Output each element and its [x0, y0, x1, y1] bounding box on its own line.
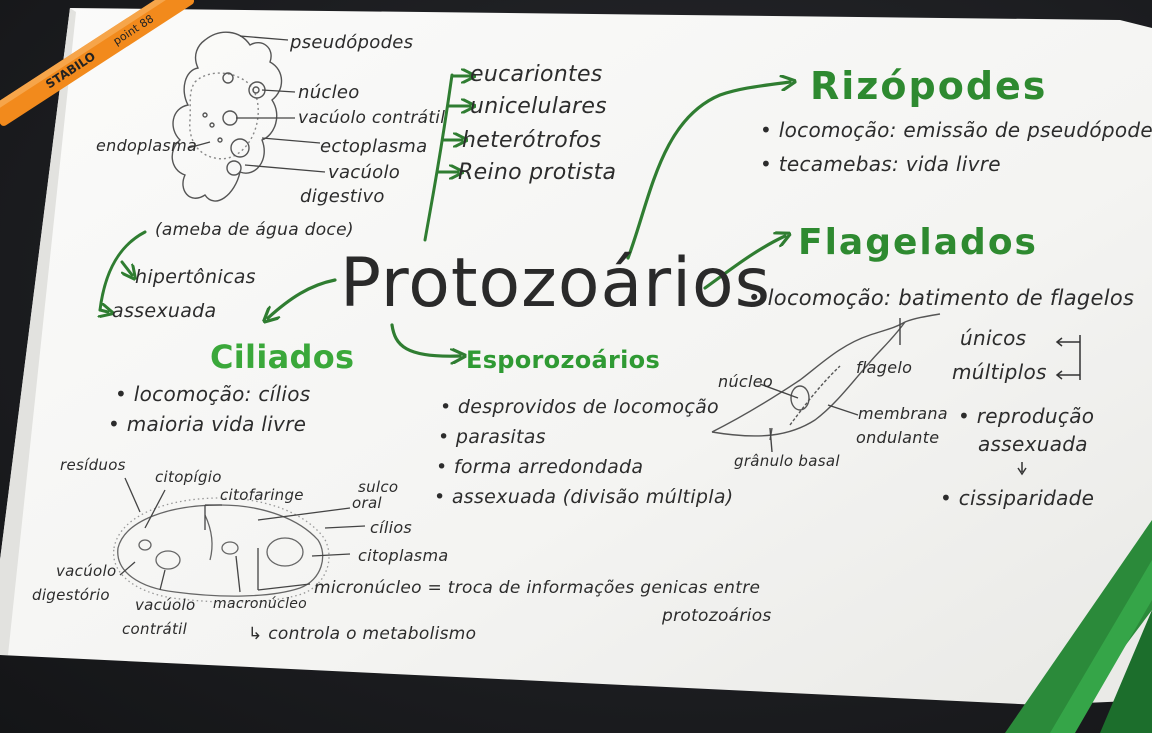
ciliado-label-cilios: cílios	[370, 518, 413, 537]
main-arrows	[268, 82, 790, 356]
ciliados-heading: Ciliados	[210, 338, 355, 376]
flagelado-label-ondulante: ondulante	[856, 428, 940, 447]
ciliado-label-digestorio: digestório	[32, 586, 110, 604]
ciliado-label-micronucleo: micronúcleo = troca de informações genic…	[314, 578, 761, 598]
ameba-traits-brace	[100, 230, 147, 312]
paper-left-edge	[0, 8, 76, 655]
ameba-label-digestivo: digestivo	[300, 186, 385, 207]
ciliado-label-sulco: sulco	[358, 478, 399, 496]
ameba-label-vacuolo: vacúolo	[328, 162, 401, 183]
flagelado-label-nucleo: núcleo	[718, 372, 773, 391]
ameba-label-lines	[187, 35, 326, 173]
ciliado-label-contratil: contrátil	[122, 620, 188, 638]
paper-sheet	[0, 8, 1152, 705]
ameba-label-ectoplasma: ectoplasma	[320, 136, 428, 157]
top-list-item-4: Reino protista	[458, 160, 617, 185]
flagelados-reproducao: • reprodução	[958, 404, 1095, 428]
flagelados-cissiparidade: • cissiparidade	[940, 486, 1095, 510]
top-list-item-3: heterótrofos	[462, 128, 602, 153]
flagelados-type-2: múltiplos	[952, 360, 1047, 384]
flagelados-item-1: • locomoção: batimento de flagelos	[748, 286, 1135, 310]
flagelados-type-1: únicos	[960, 326, 1027, 350]
top-list-item-1: eucariontes	[470, 62, 603, 87]
ciliado-label-vacuolo2: vacúolo	[135, 596, 196, 614]
rizopodes-item-1: • locomoção: emissão de pseudópodes	[760, 118, 1152, 142]
esporozoarios-item-2: • parasitas	[438, 426, 546, 448]
ciliado-label-macronucleo: macronúcleo	[213, 596, 308, 612]
top-list-brace	[423, 75, 470, 242]
esporozoarios-item-1: • desprovidos de locomoção	[440, 396, 719, 418]
flagelado-label-granulo: grânulo basal	[734, 452, 840, 470]
ciliado-label-citofaringe: citofaringe	[220, 486, 304, 504]
ameba-drawing	[171, 31, 283, 202]
ciliado-label-citoplasma: citoplasma	[358, 546, 449, 565]
ciliado-label-controla: ↳ controla o metabolismo	[248, 624, 477, 644]
ciliado-label-lines	[119, 477, 366, 593]
ciliado-label-vacuolo: vacúolo	[56, 562, 117, 580]
esporozoarios-heading: Esporozoários	[466, 346, 661, 374]
green-marker	[1005, 520, 1152, 733]
rizopodes-item-2: • tecamebas: vida livre	[760, 152, 1001, 176]
flagelados-heading: Flagelados	[798, 222, 1038, 263]
esporozoarios-item-3: • forma arredondada	[436, 456, 644, 478]
ciliado-drawing	[113, 497, 330, 603]
ameba-trait-1: hipertônicas	[135, 266, 256, 288]
ciliado-label-oral: oral	[352, 494, 382, 512]
ameba-label-pseudopodes: pseudópodes	[290, 32, 414, 53]
ameba-label-nucleo: núcleo	[298, 82, 360, 103]
top-list-item-2: unicelulares	[470, 94, 607, 119]
flagelado-label-membrana: membrana	[858, 404, 948, 423]
rizopodes-heading: Rizópodes	[810, 64, 1048, 108]
ciliados-item-2: • maioria vida livre	[108, 412, 307, 436]
flagelado-types-bracket	[1017, 335, 1081, 476]
ameba-label-vacuolo-contratil: vacúolo contrátil	[298, 108, 446, 128]
ameba-note: (ameba de água doce)	[155, 220, 354, 240]
ciliado-label-protozoarios: protozoários	[662, 606, 772, 626]
esporozoarios-item-4: • assexuada (divisão múltipla)	[434, 486, 734, 508]
ameba-label-endoplasma: endoplasma	[96, 136, 198, 155]
ciliados-item-1: • locomoção: cílios	[115, 382, 311, 406]
ameba-trait-2: assexuada	[112, 300, 217, 322]
ciliado-label-residuos: resíduos	[60, 456, 126, 474]
flagelado-label-flagelo: flagelo	[856, 358, 913, 377]
ciliado-label-citopigio: citopígio	[155, 468, 222, 486]
page-title: Protozoários	[340, 244, 771, 323]
flagelados-assexuada: assexuada	[978, 432, 1088, 456]
flagelado-drawing	[711, 313, 941, 453]
